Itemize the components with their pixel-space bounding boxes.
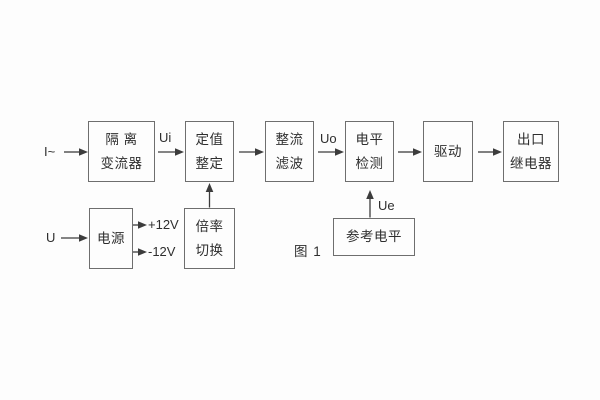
block-setting-line1: 定值 bbox=[195, 132, 224, 147]
block-ratio-switch: 倍率 切换 bbox=[184, 208, 235, 269]
block-reference-label: 参考电平 bbox=[346, 229, 402, 245]
arrow-voltage-to-power bbox=[61, 234, 88, 242]
block-reference-level: 参考电平 bbox=[333, 218, 415, 256]
block-rectifier-filter: 整流 滤波 bbox=[265, 121, 314, 182]
block-drive: 驱动 bbox=[423, 121, 473, 182]
arrow-power-minus12 bbox=[132, 248, 147, 256]
arrow-ratio-to-setting bbox=[205, 183, 214, 208]
block-isolation-line2: 变流器 bbox=[100, 155, 143, 171]
block-power-supply: 电源 bbox=[89, 208, 133, 269]
arrow-rectifier-to-level bbox=[318, 148, 344, 156]
block-output-relay-line2: 继电器 bbox=[510, 155, 552, 171]
block-rectifier-line1: 整流 bbox=[275, 132, 304, 147]
label-signal-uo: Uo bbox=[320, 131, 337, 146]
label-input-current: I~ bbox=[44, 144, 56, 159]
arrow-reference-to-level bbox=[366, 190, 374, 218]
block-isolation-transformer: 隔 离 变流器 bbox=[88, 121, 155, 182]
block-output-relay: 出口 继电器 bbox=[503, 121, 559, 182]
block-level-line2: 检测 bbox=[355, 155, 384, 171]
block-level-detect: 电平 检测 bbox=[345, 121, 394, 182]
block-ratio-line2: 切换 bbox=[195, 242, 224, 258]
label-minus-12v: -12V bbox=[148, 244, 176, 259]
arrow-current-to-isolation bbox=[64, 148, 88, 156]
figure-caption: 图 1 bbox=[294, 244, 322, 259]
label-signal-ui: Ui bbox=[159, 130, 172, 145]
block-power-label: 电源 bbox=[97, 230, 125, 246]
block-setting-line2: 整定 bbox=[195, 155, 224, 171]
label-input-voltage: U bbox=[46, 230, 56, 245]
arrow-power-plus12 bbox=[132, 221, 147, 229]
block-rectifier-line2: 滤波 bbox=[275, 155, 304, 171]
arrow-setting-to-rectifier bbox=[239, 148, 264, 156]
block-level-line1: 电平 bbox=[355, 132, 384, 147]
label-signal-ue: Ue bbox=[378, 198, 395, 213]
block-output-relay-line1: 出口 bbox=[517, 132, 545, 147]
arrow-isolation-to-setting bbox=[158, 148, 184, 156]
label-plus-12v: +12V bbox=[148, 217, 179, 232]
arrow-level-to-drive bbox=[398, 148, 422, 156]
arrow-drive-to-outputrelay bbox=[478, 148, 502, 156]
block-isolation-line1: 隔 离 bbox=[105, 132, 138, 147]
block-ratio-line1: 倍率 bbox=[195, 219, 224, 234]
block-drive-label: 驱动 bbox=[434, 143, 462, 159]
block-setting-adjust: 定值 整定 bbox=[185, 121, 234, 182]
